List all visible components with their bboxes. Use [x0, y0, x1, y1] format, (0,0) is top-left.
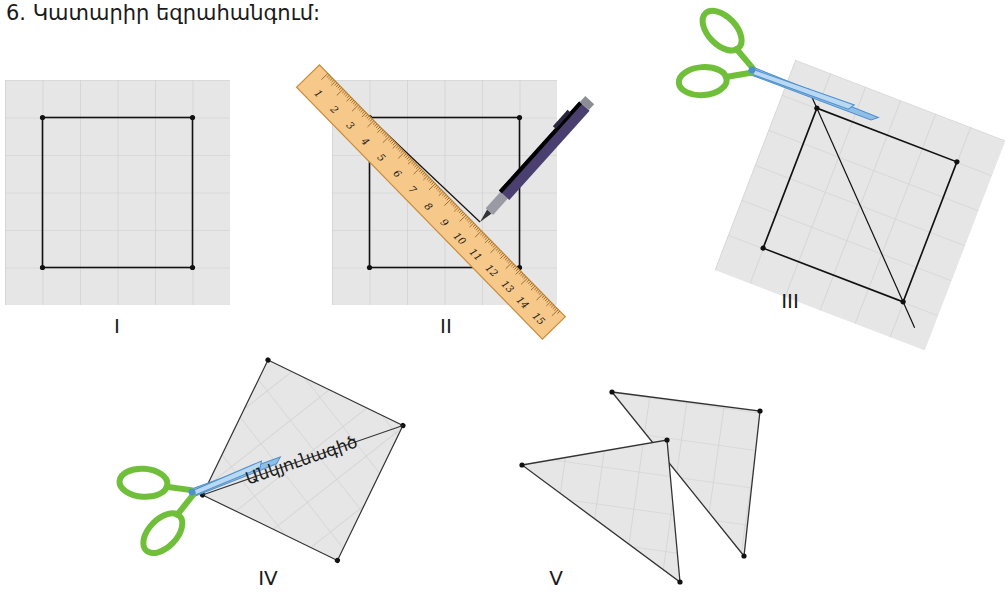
scissors — [109, 412, 298, 564]
corner-dot — [40, 115, 45, 120]
panel-five — [519, 389, 762, 584]
corner-dot — [517, 115, 522, 120]
panel-number: III — [781, 291, 799, 311]
corner-dot — [757, 408, 762, 413]
panel-number: V — [549, 568, 563, 588]
corner-dot — [519, 462, 524, 467]
corner-dot — [334, 557, 341, 564]
corner-dot — [40, 265, 45, 270]
corner-dot — [609, 389, 614, 394]
corner-dot — [190, 115, 195, 120]
corner-dot — [367, 265, 372, 270]
exercise-title: 6. Կատարիր եզրահանգում: — [6, 3, 320, 24]
corner-dot — [760, 245, 767, 252]
panel-four — [199, 357, 406, 564]
corner-dot — [265, 357, 272, 364]
corner-dot — [190, 265, 195, 270]
corner-dot — [741, 553, 746, 558]
corner-dot — [664, 437, 669, 442]
panel-one — [5, 80, 230, 305]
triangle-piece — [522, 440, 680, 582]
scissors — [669, 0, 896, 166]
panel-number: II — [440, 316, 452, 336]
panel-three — [715, 60, 1005, 351]
corner-dot — [677, 579, 682, 584]
pencil — [473, 93, 595, 226]
square-outline — [43, 118, 193, 268]
corner-dot — [954, 159, 961, 166]
panel-number: IV — [258, 568, 278, 588]
panel-number: I — [114, 316, 120, 336]
ruler — [297, 65, 566, 339]
